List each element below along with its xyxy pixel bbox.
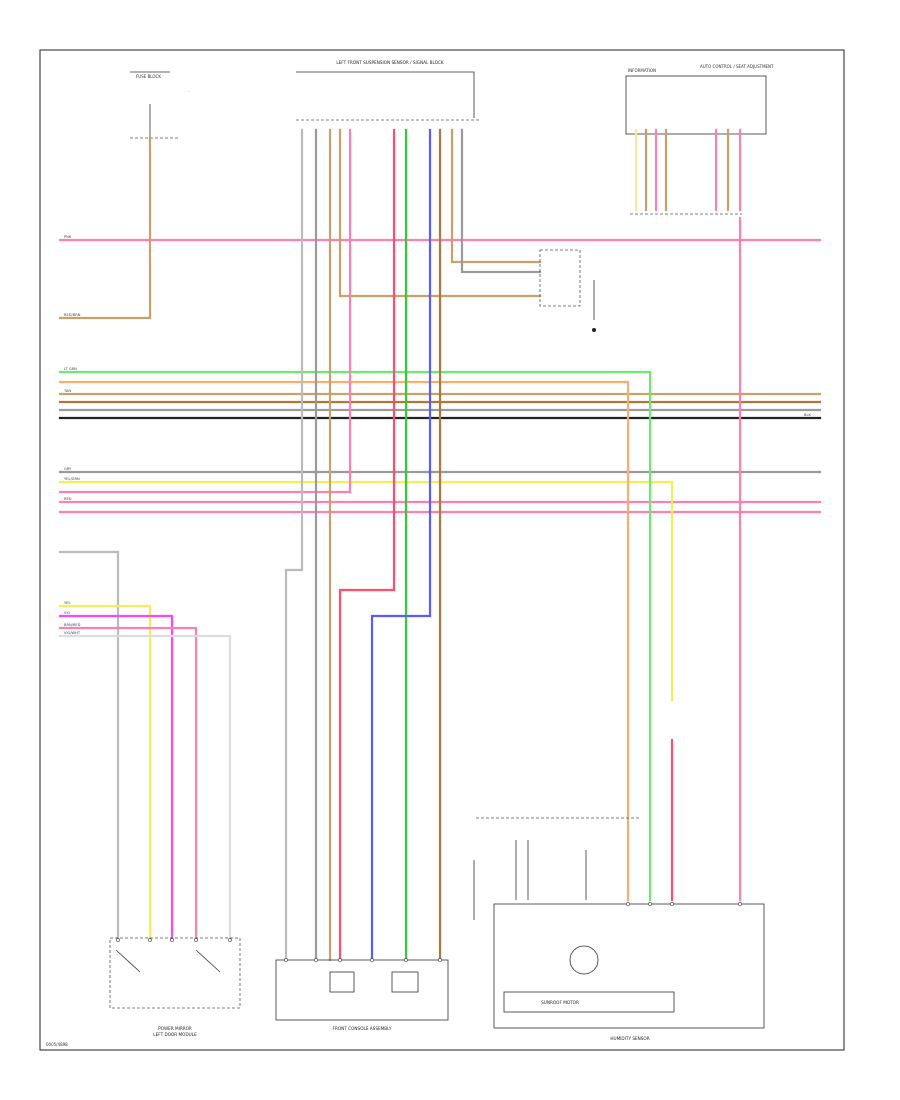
wire-label-red-brown: RED/BRN (64, 313, 81, 317)
wire-v-red-b (338, 128, 396, 962)
wire-violet-left (58, 614, 174, 942)
left-door-module-label: LEFT DOOR MODULE (153, 1032, 197, 1037)
sunroof-motor-label: SUNROOF MOTOR (541, 1000, 579, 1005)
top-right-wires (634, 128, 742, 212)
wire-label-brn-red: BRN/RED (64, 623, 81, 627)
diagram-id: 0005/4898 (46, 1042, 68, 1047)
power-mirror: POWER MIRROR LEFT DOOR MODULE (109, 937, 241, 1037)
wire-red-left (58, 626, 198, 942)
vertical-wires (284, 128, 742, 962)
wire-v-tan-c (450, 128, 542, 264)
wire-label-yel-grn: YEL/GRN (64, 477, 80, 481)
wire-yellow-left (58, 604, 152, 942)
wire-white-left (58, 634, 232, 942)
wire-label-gray: GRY (64, 467, 72, 471)
front-console-label: FRONT CONSOLE ASSEMBLY (333, 1026, 392, 1031)
top-right-connectors: INFORMATION AUTO CONTROL / SEAT ADJUSTME… (625, 64, 774, 215)
fuse-block-label: FUSE BLOCK (136, 74, 161, 79)
wire-label-black: BLK (804, 413, 811, 417)
center-relay (539, 249, 596, 332)
diagram-frame (39, 49, 845, 1051)
top-center-connector-label: LEFT FRONT SUSPENSION SENSOR / SIGNAL BL… (336, 60, 444, 65)
wire-label-tan: TAN (63, 389, 71, 393)
wire-label-pink: PNK (64, 235, 72, 239)
wire-label-red: RED (64, 497, 72, 501)
wire-v-gray-a (284, 128, 304, 962)
wire-gray-left (58, 550, 120, 942)
power-mirror-label: POWER MIRROR (158, 1026, 192, 1031)
wire-label-vio-wht: VIO/WHT (64, 631, 81, 635)
wire-v-blue (370, 128, 432, 962)
top-center-connector: LEFT FRONT SUSPENSION SENSOR / SIGNAL BL… (296, 60, 480, 121)
auto-control-label: AUTO CONTROL / SEAT ADJUSTMENT (700, 64, 774, 69)
wire-label-lt-green: LT GRN (64, 367, 77, 371)
wire-v-tan-b (338, 128, 542, 298)
information-label: INFORMATION (628, 68, 656, 73)
wire-v-gray-c (460, 128, 542, 274)
wire-label-vio: VIO (64, 611, 71, 615)
humidity-sensor-label: HUMIDITY SENSOR (610, 1036, 649, 1041)
svg-text:.: . (188, 88, 189, 93)
humidity-sensor: SUNROOF MOTOR HUMIDITY SENSOR (473, 817, 765, 1041)
wire-label-yel: YEL (64, 601, 70, 605)
fuse-block-top-left: FUSE BLOCK . (130, 71, 189, 139)
front-console-assembly: FRONT CONSOLE ASSEMBLY (275, 958, 449, 1031)
wire-red-brown (58, 136, 152, 320)
